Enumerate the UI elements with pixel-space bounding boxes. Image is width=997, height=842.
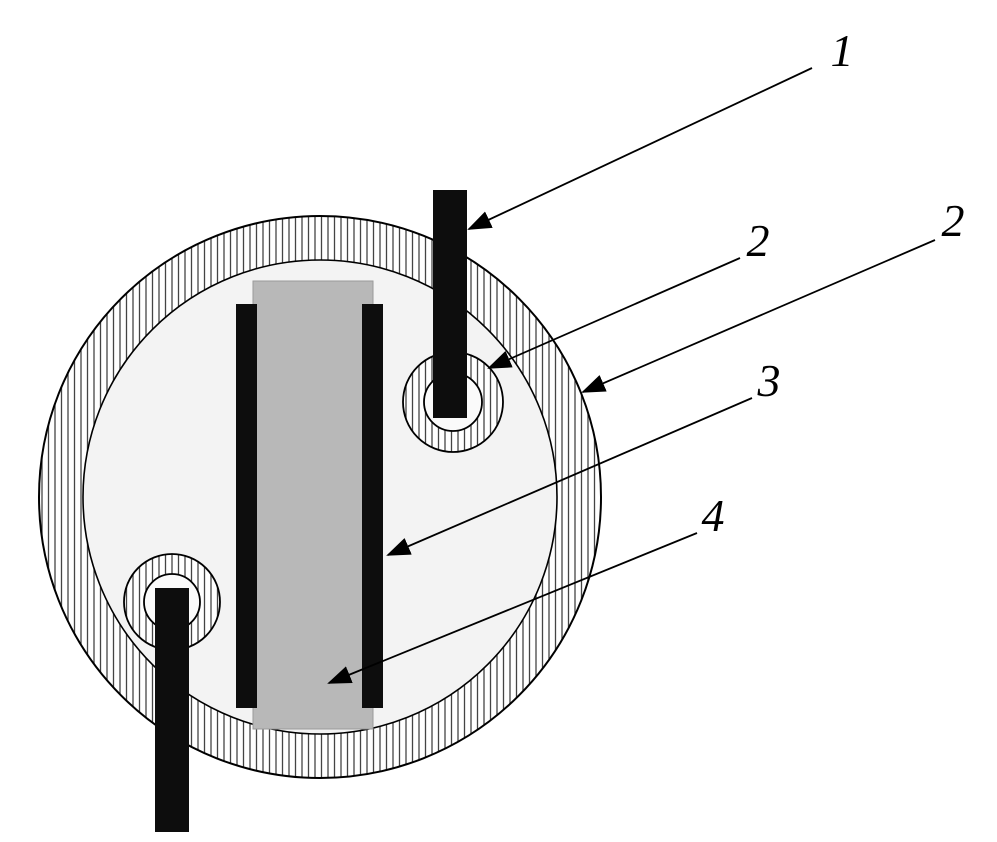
callout-label-4: 4 [702,490,725,541]
arrow-to-electrode-plate [386,397,753,556]
lead-top [433,190,467,418]
central-core [252,280,374,730]
callout-label-1: 1 [831,25,854,76]
callout-label-2a: 2 [747,215,770,266]
arrow-to-lead-top [467,67,813,230]
arrow-to-feedthrough [487,257,741,369]
callout-label-3: 3 [757,355,781,406]
callout-label-2b: 2 [942,195,965,246]
arrow-to-central-core [327,532,698,684]
lead-bottom [155,588,189,832]
arrow-to-outer-shell [581,239,936,393]
electrode-plate-left [236,304,257,708]
electrode-plate-right [362,304,383,708]
